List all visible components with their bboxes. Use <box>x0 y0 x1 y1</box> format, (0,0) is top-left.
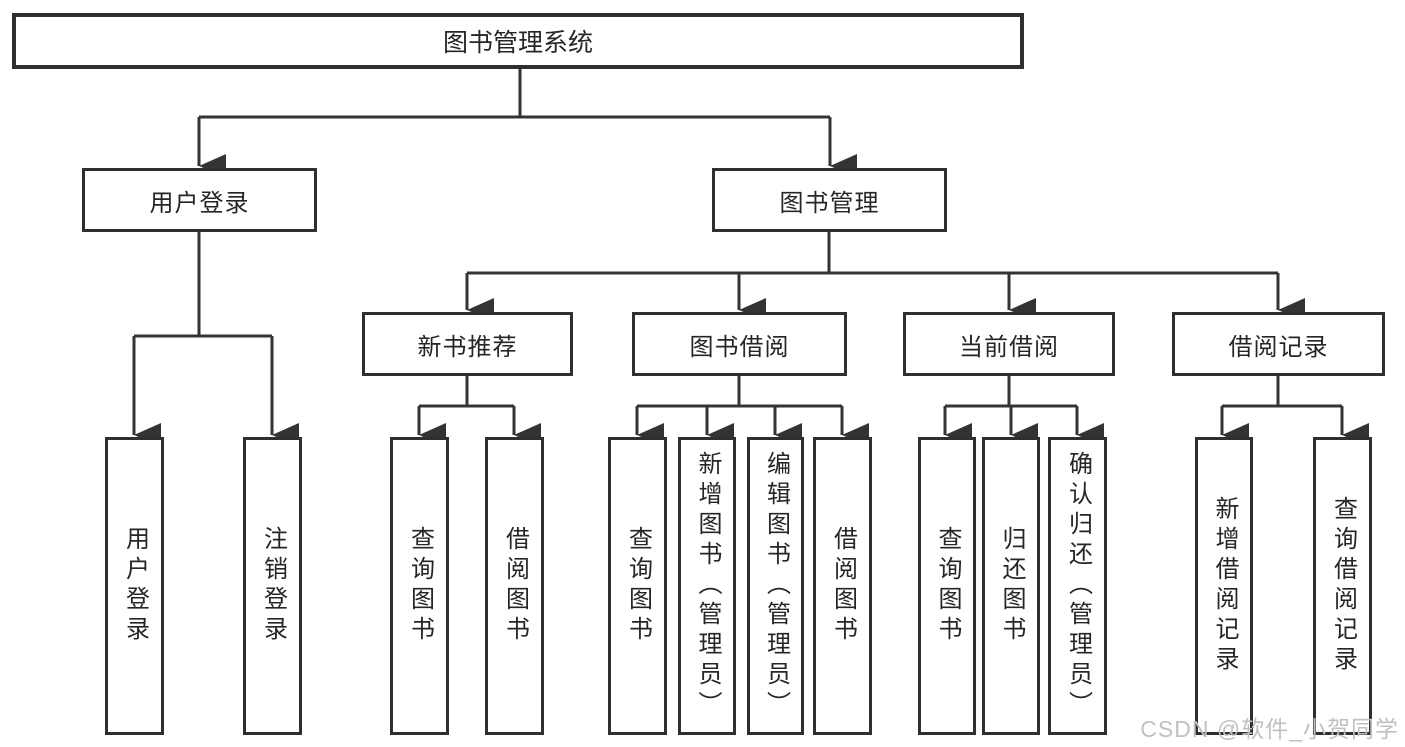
leaf-current-confirm-return-admin: 确认归还（管理员） <box>1048 437 1107 735</box>
node-new-book-recommend: 新书推荐 <box>362 312 573 376</box>
leaf-label: 确认归还（管理员） <box>1064 451 1092 721</box>
leaf-label: 借阅图书 <box>829 526 857 646</box>
leaf-current-query-books: 查询图书 <box>918 437 976 735</box>
leaf-label: 新增图书（管理员） <box>694 451 721 721</box>
node-label: 用户登录 <box>149 189 250 217</box>
leaf-label: 注销登录 <box>259 526 287 646</box>
leaf-label: 借阅图书 <box>501 526 529 646</box>
node-book-borrow: 图书借阅 <box>632 312 847 376</box>
leaf-records-query-borrow-record: 查询借阅记录 <box>1313 437 1372 735</box>
node-label: 借阅记录 <box>1228 333 1329 361</box>
leaf-label: 用户登录 <box>121 526 149 646</box>
leaf-label: 查询图书 <box>934 526 961 646</box>
node-user-login-branch: 用户登录 <box>82 168 317 232</box>
leaf-label: 查询借阅记录 <box>1329 496 1357 676</box>
node-library-management-system: 图书管理系统 <box>12 13 1024 69</box>
leaf-logout: 注销登录 <box>243 437 302 735</box>
leaf-label: 查询图书 <box>624 526 652 646</box>
leaf-newbook-borrow-books: 借阅图书 <box>485 437 544 735</box>
node-label: 当前借阅 <box>959 333 1059 361</box>
leaf-label: 归还图书 <box>998 526 1025 646</box>
node-label: 图书借阅 <box>689 333 790 361</box>
node-label: 新书推荐 <box>417 333 518 361</box>
node-current-borrow: 当前借阅 <box>903 312 1115 376</box>
leaf-borrow-edit-books-admin: 编辑图书（管理员） <box>747 437 804 735</box>
leaf-label: 新增借阅记录 <box>1211 496 1238 676</box>
leaf-user-login: 用户登录 <box>105 437 164 735</box>
leaf-current-return-books: 归还图书 <box>982 437 1040 735</box>
node-book-management: 图书管理 <box>712 168 947 232</box>
leaf-borrow-add-books-admin: 新增图书（管理员） <box>678 437 736 735</box>
leaf-borrow-query-books: 查询图书 <box>608 437 667 735</box>
leaf-newbook-query-books: 查询图书 <box>390 437 449 735</box>
leaf-borrow-borrow-books: 借阅图书 <box>813 437 872 735</box>
node-label: 图书管理系统 <box>442 29 593 57</box>
leaf-records-add-borrow-record: 新增借阅记录 <box>1195 437 1253 735</box>
node-label: 图书管理 <box>779 189 880 217</box>
node-borrow-records: 借阅记录 <box>1172 312 1385 376</box>
csdn-watermark: CSDN @软件_小贺同学 <box>1140 716 1399 742</box>
leaf-label: 查询图书 <box>406 526 434 646</box>
leaf-label: 编辑图书（管理员） <box>762 451 790 721</box>
